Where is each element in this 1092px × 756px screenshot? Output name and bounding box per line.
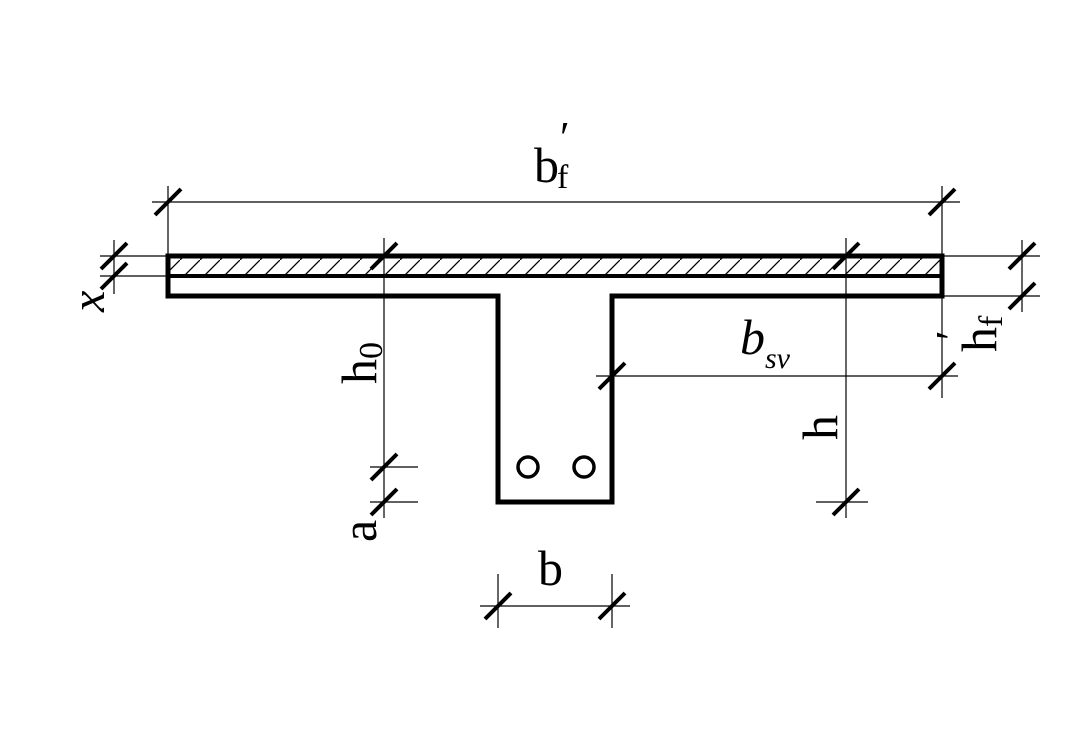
dimension-web-width <box>480 574 630 628</box>
label-flange-thickness-prime: ′ <box>927 330 976 340</box>
dimension-compression-zone <box>99 240 168 294</box>
label-overhang-width: bsv <box>740 309 791 375</box>
label-flange-thickness: hf <box>951 315 1010 352</box>
label-total-depth: h <box>792 415 848 440</box>
label-compression-zone: x <box>62 291 115 313</box>
compression-zone-hatch <box>168 256 942 276</box>
dimension-flange-thickness <box>942 240 1040 312</box>
dimension-overhang-width <box>596 296 958 398</box>
label-web-width: b <box>538 540 563 596</box>
label-flange-width: bf <box>534 137 569 196</box>
dimension-effective-depth <box>369 238 418 518</box>
rebar-right <box>572 455 596 479</box>
label-flange-width-prime: ′ <box>560 113 570 162</box>
label-cover: a <box>331 520 387 542</box>
label-effective-depth: h0 <box>331 342 390 384</box>
t-section-outline <box>165 253 945 505</box>
rebar-left <box>516 455 540 479</box>
dimension-flange-width <box>152 186 960 256</box>
dimension-total-depth <box>816 238 868 518</box>
